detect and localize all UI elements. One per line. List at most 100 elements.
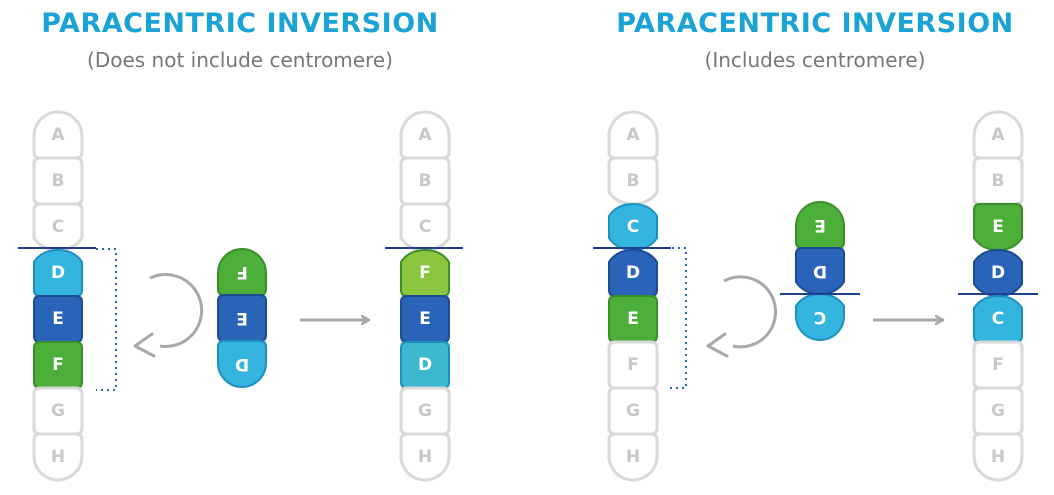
segment-label: B (419, 171, 432, 191)
segment-shape (217, 340, 267, 388)
segment-shape (795, 201, 845, 249)
segment-shape (217, 248, 267, 296)
panel-title: PARACENTRIC INVERSION (41, 8, 439, 39)
segment-label: D (235, 354, 249, 374)
chromosome-segment: C (795, 292, 845, 341)
segment-label: F (419, 263, 431, 283)
segment-label: C (814, 307, 826, 327)
segment-shape (608, 248, 658, 297)
chromosome-segment: F (217, 248, 267, 296)
segment-label: D (991, 263, 1005, 283)
segment-label: E (236, 308, 248, 328)
segment-label: C (992, 309, 1004, 329)
chromosome-segment: F (33, 341, 83, 389)
segment-label: G (991, 401, 1005, 421)
chromosome-segment: F (972, 340, 1024, 390)
segment-label: B (992, 171, 1005, 191)
segment-label: G (418, 401, 432, 421)
segment-shape (400, 248, 450, 297)
chromosome-segment: E (973, 203, 1023, 252)
segment-shape (399, 432, 451, 482)
segment-label: A (626, 125, 640, 145)
segment-label: F (627, 355, 639, 375)
segment-label: E (627, 309, 639, 329)
segment-shape (33, 248, 83, 297)
chromosome-right-fragment: EDC (780, 201, 860, 341)
rotation-arrowhead-icon (133, 332, 156, 358)
segment-shape (607, 432, 659, 482)
segment-label: E (419, 309, 431, 329)
chromosome-segment: H (972, 432, 1024, 482)
segment-label: D (418, 355, 432, 375)
chromosome-segment: B (972, 156, 1024, 206)
chromosome-segment: C (608, 202, 658, 252)
segment-label: H (991, 447, 1005, 467)
segment-label: E (992, 217, 1004, 237)
chromosome-segment: E (33, 295, 83, 343)
segment-label: C (52, 217, 64, 237)
chromosome-segment: G (607, 386, 659, 436)
segment-label: A (991, 125, 1005, 145)
segment-shape (795, 247, 845, 296)
segment-label: F (52, 355, 64, 375)
segment-label: D (626, 263, 640, 283)
segment-shape (607, 156, 659, 206)
chromosome-left-result: A B C F E D G H (385, 110, 463, 482)
chromosome-right-result: A B E D C F G H (958, 110, 1038, 482)
chromosome-segment: A (399, 110, 451, 160)
chromosome-segment: G (972, 386, 1024, 436)
rotation-arrow-icon (723, 275, 778, 349)
chromosome-segment: D (217, 340, 267, 388)
segment-shape (400, 295, 450, 343)
chromosome-segment: G (399, 386, 451, 436)
chromosome-left-fragment: F E D (217, 248, 267, 388)
chromosome-segment: E (795, 201, 845, 249)
rotation-arrow-icon (149, 272, 204, 348)
segment-label: B (627, 171, 640, 191)
segment-label: H (418, 447, 432, 467)
segment-label: H (626, 447, 640, 467)
chromosome-segment: F (400, 248, 450, 297)
segment-label: C (419, 217, 431, 237)
segment-shape (33, 295, 83, 343)
chromosome-segment: A (607, 110, 659, 160)
dotted-bracket (666, 247, 687, 389)
chromosome-segment: G (32, 386, 84, 436)
segment-shape (32, 432, 84, 482)
chromosome-segment: C (399, 202, 451, 252)
segment-label: G (626, 401, 640, 421)
chromosome-segment: D (795, 247, 845, 296)
chromosome-segment: D (400, 341, 450, 389)
chromosome-segment: A (972, 110, 1024, 160)
segment-label: E (814, 215, 826, 235)
chromosome-segment: B (607, 156, 659, 206)
segment-label: C (627, 217, 639, 237)
chromosome-segment: B (399, 156, 451, 206)
chromosome-segment: F (607, 340, 659, 390)
chromosome-segment: E (400, 295, 450, 343)
chromosome-segment: C (32, 202, 84, 252)
panel-title: PARACENTRIC INVERSION (616, 8, 1014, 39)
segment-label: A (51, 125, 65, 145)
segment-label: H (51, 447, 65, 467)
chromosome-segment: D (973, 248, 1023, 298)
chromosome-segment: C (973, 294, 1023, 343)
segment-label: A (418, 125, 432, 145)
rotation-arrowhead-icon (706, 332, 729, 358)
segment-shape (972, 432, 1024, 482)
chromosome-right-original: A B C D E F G H (593, 110, 671, 482)
segment-shape (973, 203, 1023, 252)
chromosome-segment: D (33, 248, 83, 297)
segment-shape (972, 156, 1024, 206)
segment-label: F (236, 262, 248, 282)
chromosome-segment: D (608, 248, 658, 297)
chromosome-segment: H (32, 432, 84, 482)
segment-label: E (52, 309, 64, 329)
segment-label: G (51, 401, 65, 421)
chromosome-segment: E (608, 295, 658, 343)
segment-label: F (992, 355, 1004, 375)
panel-subtitle: (Does not include centromere) (87, 48, 393, 72)
